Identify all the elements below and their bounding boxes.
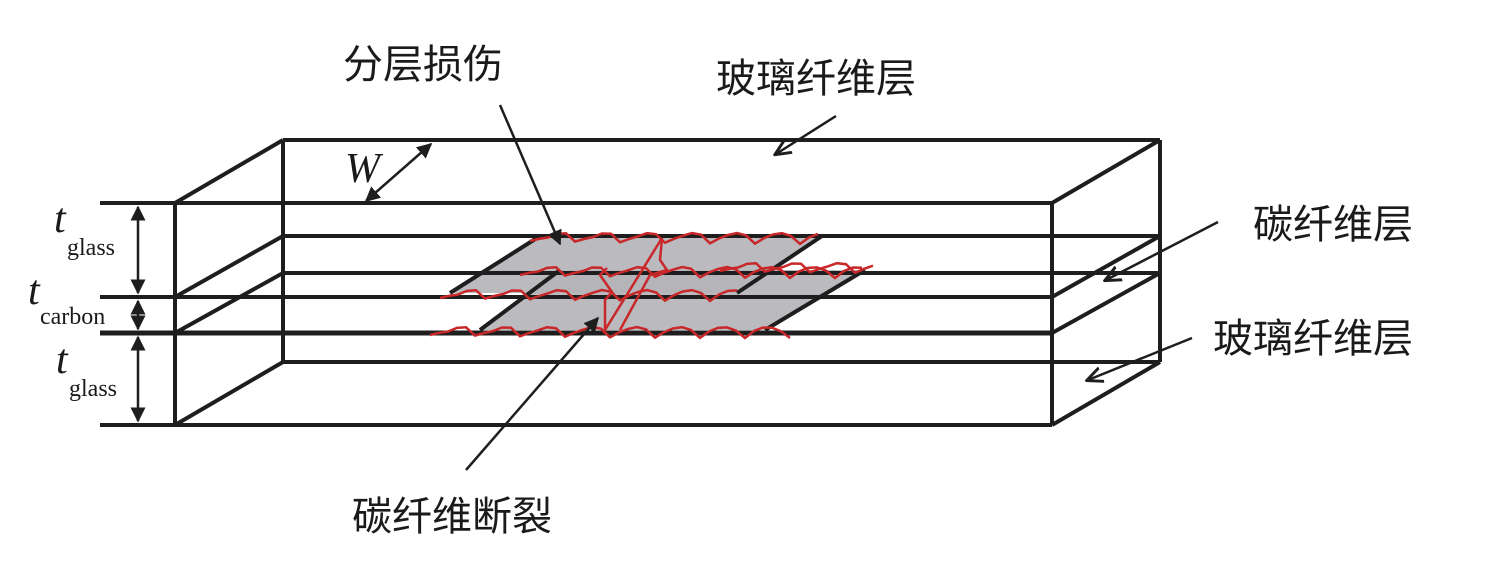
delamination-plane-lower: [480, 270, 865, 330]
t-carbon-subscript: carbon: [40, 304, 105, 330]
glass-right-pointer: [1088, 336, 1193, 380]
fracture-pointer: [465, 316, 599, 471]
width-symbol: W: [345, 146, 384, 192]
delamination-crack-front: [719, 261, 874, 275]
carbon-layer-label: 碳纤维层: [1253, 202, 1413, 248]
delamination-pointer: [498, 104, 562, 246]
width-dimension: [364, 143, 433, 202]
glass-top-pointer: [776, 114, 837, 154]
glass-layer-top-label: 玻璃纤维层: [716, 56, 916, 102]
delamination-crack-front: [429, 325, 791, 340]
fiber-fracture-line: [618, 237, 670, 331]
t-glass-bottom-subscript: glass: [69, 376, 117, 402]
t-glass-top-symbol: t: [54, 196, 67, 242]
laminate-box: [100, 138, 1162, 427]
fiber-fracture-line: [598, 237, 664, 335]
carbon-fracture-label: 碳纤维断裂: [352, 494, 552, 540]
carbon-layer-pointer: [1106, 220, 1219, 280]
glass-layer-right-label: 玻璃纤维层: [1213, 316, 1413, 362]
t-glass-top-subscript: glass: [67, 235, 115, 261]
delamination-crack-front: [439, 288, 738, 303]
crack-lines: [429, 231, 874, 340]
t-glass-bottom-symbol: t: [56, 337, 69, 383]
delamination-label: 分层损伤: [343, 42, 503, 88]
delamination-crack-front: [529, 231, 819, 246]
t-carbon-symbol: t: [28, 268, 41, 314]
